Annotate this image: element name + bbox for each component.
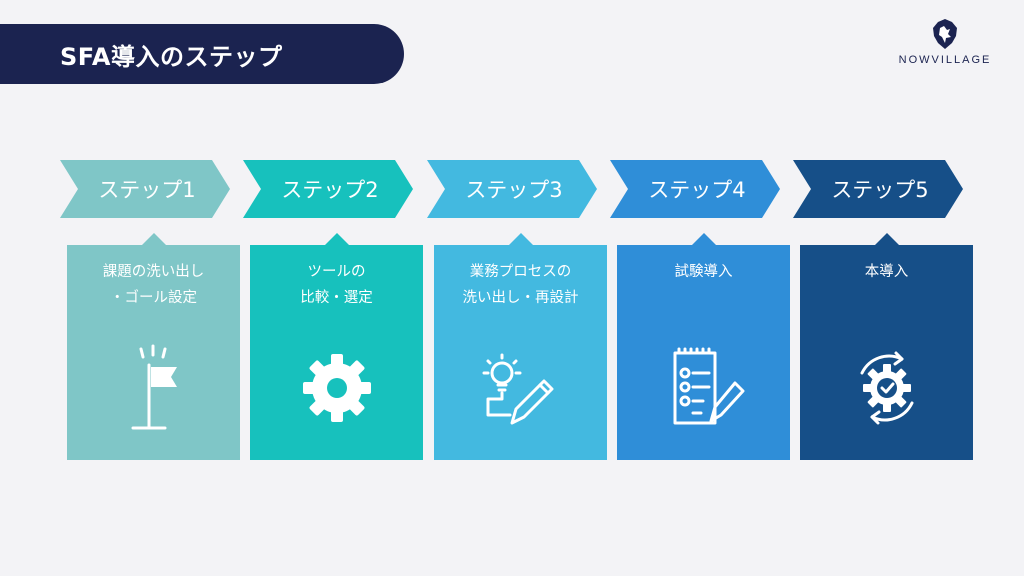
step-4-label: ステップ4 (648, 178, 746, 202)
step-3-desc-line-1: 業務プロセスの (469, 264, 572, 280)
step-2-chevron: ステップ2 (243, 160, 413, 218)
page-title: SFA導入のステップ (60, 42, 283, 71)
step-1-desc-line-1: 課題の洗い出し (102, 264, 205, 280)
step-3-desc-line-2: 洗い出し・再設計 (462, 290, 579, 306)
step-1-desc-line-2: ・ゴール設定 (110, 290, 197, 306)
gear-cycle-check-icon (860, 351, 913, 425)
lightbulb-pencil-icon (482, 353, 553, 425)
step-4-chevron: ステップ4 (610, 160, 780, 218)
step-5-chevron: ステップ5 (793, 160, 963, 218)
title-banner: SFA導入のステップ (0, 24, 404, 84)
step-4-card: 試験導入 (617, 233, 790, 460)
logo-text: NOWVILLAGE (898, 54, 992, 66)
checklist-pencil-icon (673, 347, 744, 425)
flag-icon (131, 344, 177, 430)
step-2-card: ツールの 比較・選定 (250, 233, 423, 460)
logo: NOWVILLAGE (890, 18, 1000, 78)
step-1-label: ステップ1 (98, 178, 196, 202)
step-2-desc-line-1: ツールの (307, 264, 366, 280)
step-3-card: 業務プロセスの 洗い出し・再設計 (434, 233, 607, 460)
step-5-desc-line-1: 本導入 (864, 264, 909, 280)
step-1-chevron: ステップ1 (60, 160, 230, 218)
step-3-label: ステップ3 (465, 178, 563, 202)
lion-logo-icon (933, 19, 957, 49)
step-5-label: ステップ5 (831, 178, 929, 202)
step-3-chevron: ステップ3 (427, 160, 597, 218)
step-5-card: 本導入 (800, 233, 973, 460)
step-4-desc-line-1: 試験導入 (674, 264, 733, 280)
step-2-label: ステップ2 (281, 178, 379, 202)
step-2-desc-line-2: 比較・選定 (300, 290, 373, 306)
gear-icon (302, 354, 371, 422)
step-1-card: 課題の洗い出し ・ゴール設定 (67, 233, 240, 460)
